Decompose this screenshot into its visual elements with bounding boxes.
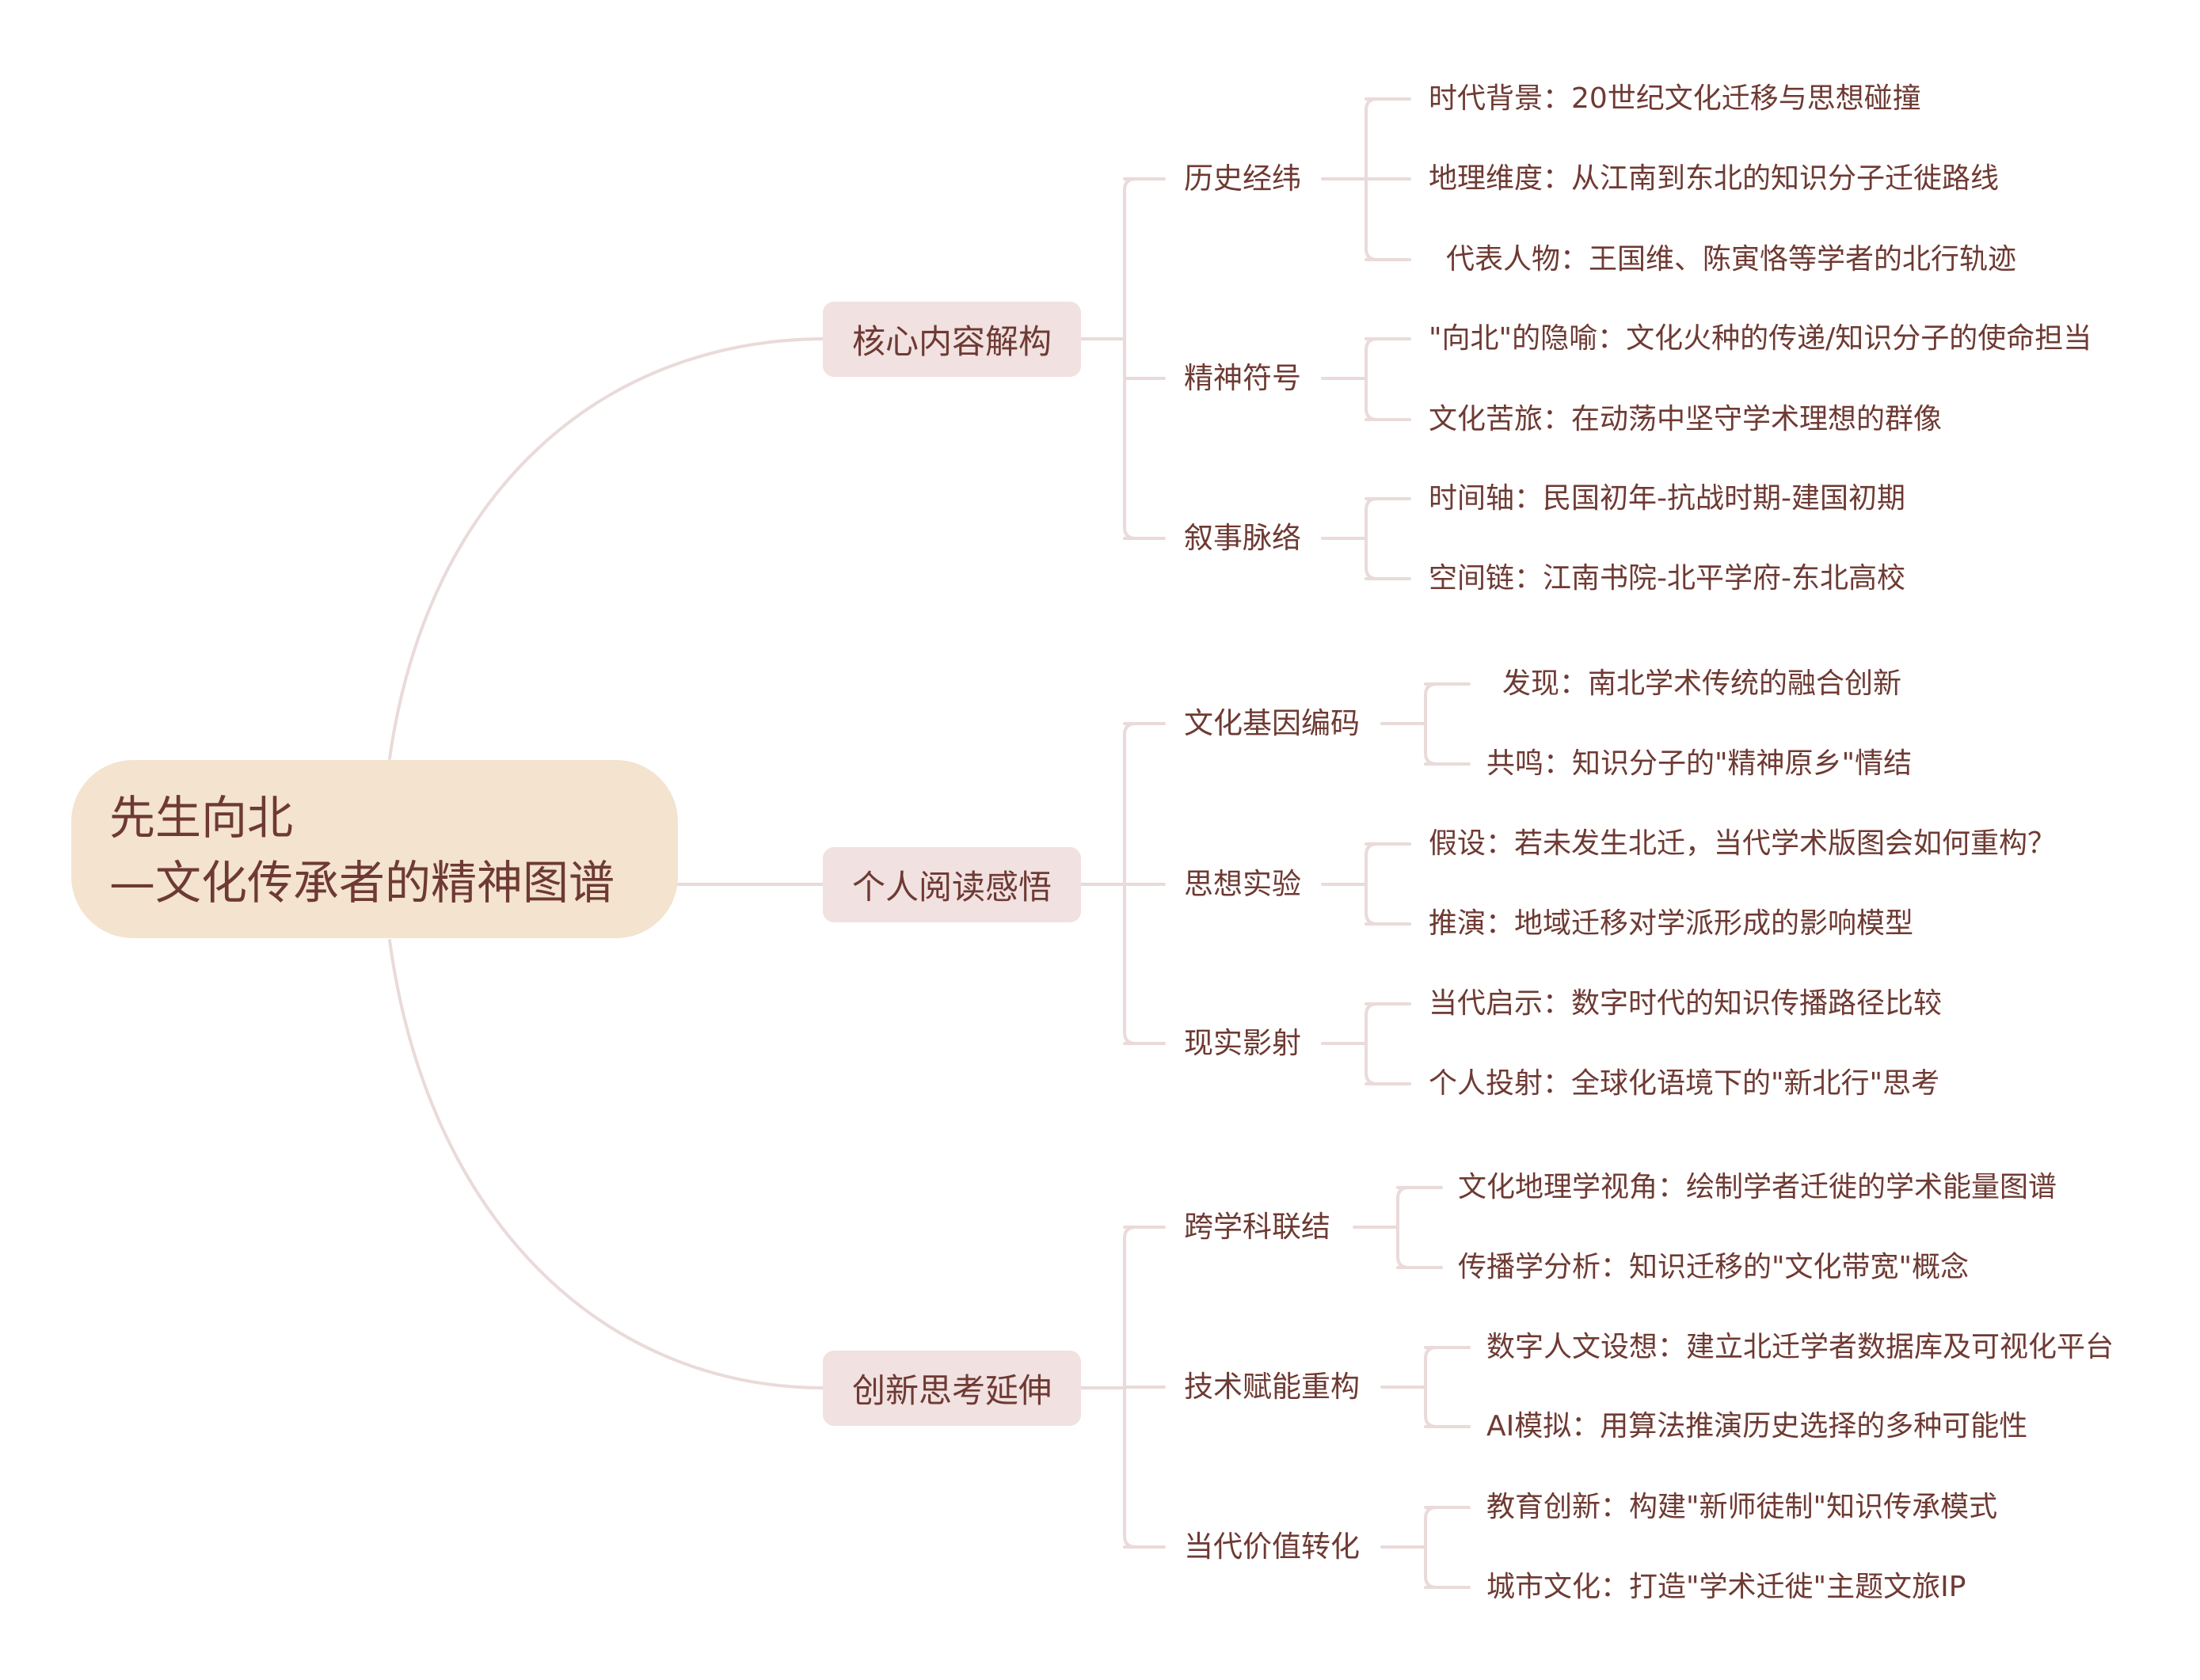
leaf-node-resonance[interactable]: 共鸣：知识分子的"精神原乡"情结	[1486, 747, 1913, 780]
root-node[interactable]: 先生向北 —文化传承者的精神图谱	[71, 760, 678, 938]
root-title: 先生向北	[109, 791, 294, 845]
connector-sub-3-1-bar	[1396, 1186, 1410, 1269]
branch-node-reading-insight[interactable]: 个人阅读感悟	[823, 847, 1081, 922]
leaf-node-north-metaphor[interactable]: "向北"的隐喻：文化火种的传递/知识分子的使命担当	[1429, 322, 2092, 355]
sub-node-interdisciplinary[interactable]: 跨学科联结	[1184, 1210, 1330, 1244]
root-subtitle: —文化传承者的精神图谱	[109, 856, 615, 910]
leaf-node-cultural-geography[interactable]: 文化地理学视角：绘制学者迁徙的学术能量图谱	[1458, 1171, 2057, 1203]
connector-root-branch-1	[388, 337, 824, 760]
leaf-node-discovery[interactable]: 发现：南北学术传统的融合创新	[1502, 667, 1902, 700]
connector-sub-2-2-bar	[1365, 842, 1379, 926]
sub-node-spirit-symbol[interactable]: 精神符号	[1184, 361, 1301, 395]
sub-node-reality-mapping[interactable]: 现实影射	[1184, 1026, 1301, 1060]
leaf-node-ai-simulation[interactable]: AI模拟：用算法推演历史选择的多种可能性	[1486, 1410, 2028, 1442]
leaf-node-hypothesis[interactable]: 假设：若未发生北迁，当代学术版图会如何重构？	[1429, 827, 2057, 860]
leaf-node-timeline[interactable]: 时间轴：民国初年-抗战时期-建国初期	[1429, 482, 1905, 515]
leaf-node-digital-humanities[interactable]: 数字人文设想：建立北迁学者数据库及可视化平台	[1486, 1331, 2114, 1363]
sub-node-cultural-gene[interactable]: 文化基因编码	[1184, 706, 1360, 740]
sub-node-narrative[interactable]: 叙事脉络	[1184, 521, 1301, 555]
leaf-node-space-chain[interactable]: 空间链：江南书院-北平学府-东北高校	[1429, 562, 1905, 595]
connector-sub-1-2-bar	[1365, 337, 1379, 421]
connector-root-branch-3	[388, 939, 824, 1389]
connector-sub-3-3-bar	[1424, 1506, 1438, 1589]
leaf-node-deduction[interactable]: 推演：地域迁移对学派形成的影响模型	[1429, 907, 1914, 940]
leaf-node-cultural-journey[interactable]: 文化苦旅：在动荡中坚守学术理想的群像	[1429, 403, 1943, 435]
leaf-node-representatives[interactable]: 代表人物：王国维、陈寅恪等学者的北行轨迹	[1446, 243, 2017, 276]
sub-node-history[interactable]: 历史经纬	[1184, 162, 1301, 196]
leaf-node-contemporary-insight[interactable]: 当代启示：数字时代的知识传播路径比较	[1429, 987, 1943, 1020]
connector-branch-1-bar	[1123, 177, 1137, 540]
leaf-node-communication[interactable]: 传播学分析：知识迁移的"文化带宽"概念	[1458, 1251, 1970, 1283]
connector-sub-1-3-bar	[1365, 497, 1379, 580]
leaf-node-personal-projection[interactable]: 个人投射：全球化语境下的"新北行"思考	[1429, 1067, 1940, 1100]
leaf-node-geography[interactable]: 地理维度：从江南到东北的知识分子迁徙路线	[1429, 162, 2000, 195]
branch-node-innovation[interactable]: 创新思考延伸	[823, 1351, 1081, 1426]
connector-sub-3-2-bar	[1424, 1346, 1438, 1428]
leaf-node-education[interactable]: 教育创新：构建"新师徒制"知识传承模式	[1486, 1491, 1998, 1523]
sub-node-thought-experiment[interactable]: 思想实验	[1184, 867, 1301, 901]
leaf-node-city-culture[interactable]: 城市文化：打造"学术迁徙"主题文旅IP	[1486, 1571, 1966, 1603]
sub-node-tech-empower[interactable]: 技术赋能重构	[1184, 1370, 1360, 1404]
sub-node-value-transform[interactable]: 当代价值转化	[1184, 1530, 1360, 1564]
connector-sub-2-3-bar	[1365, 1002, 1379, 1085]
leaf-node-era-background[interactable]: 时代背景：20世纪文化迁移与思想碰撞	[1429, 82, 1921, 115]
connector-sub-2-1-bar	[1424, 682, 1438, 766]
branch-node-core-content[interactable]: 核心内容解构	[823, 302, 1081, 377]
